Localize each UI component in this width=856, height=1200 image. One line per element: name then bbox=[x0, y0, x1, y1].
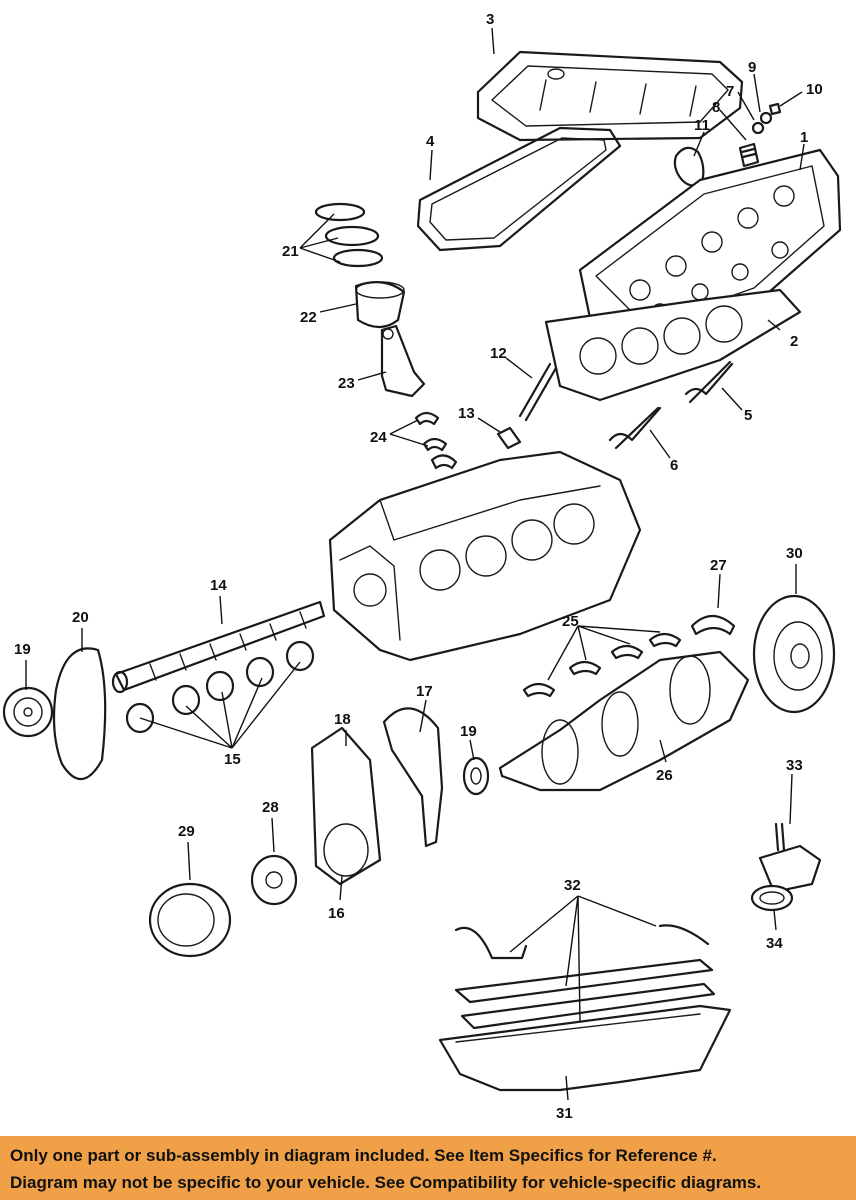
callout-23: 23 bbox=[338, 375, 355, 392]
disclaimer-banner: Only one part or sub-assembly in diagram… bbox=[0, 1136, 856, 1200]
callout-32: 32 bbox=[564, 877, 581, 894]
intake-valve bbox=[608, 406, 662, 450]
oil-pump bbox=[758, 822, 822, 894]
engine-exploded-diagram: 1 2 3 4 5 6 7 8 9 10 11 12 13 14 15 16 1… bbox=[2, 11, 842, 1122]
callout-25: 25 bbox=[562, 613, 579, 630]
callout-1: 1 bbox=[800, 129, 808, 146]
lifter bbox=[496, 426, 522, 450]
callout-7: 7 bbox=[726, 83, 734, 100]
cam-sprocket bbox=[2, 686, 54, 738]
callout-19-cam: 19 bbox=[14, 641, 31, 658]
callout-20: 20 bbox=[72, 609, 89, 626]
leader-lines bbox=[25, 27, 805, 1101]
callout-22: 22 bbox=[300, 309, 317, 326]
callout-28: 28 bbox=[262, 799, 279, 816]
pushrod bbox=[518, 362, 558, 422]
valve-cover-gasket bbox=[416, 126, 622, 252]
callout-15: 15 bbox=[224, 751, 241, 768]
disclaimer-line-2: Diagram may not be specific to your vehi… bbox=[10, 1173, 762, 1192]
callout-10: 10 bbox=[806, 81, 823, 98]
thrust-bearing bbox=[690, 614, 736, 636]
exhaust-valve bbox=[684, 360, 734, 404]
camshaft bbox=[111, 600, 326, 694]
crankshaft bbox=[498, 650, 750, 792]
callout-21: 21 bbox=[282, 243, 299, 260]
callout-4: 4 bbox=[426, 133, 435, 150]
callout-34: 34 bbox=[766, 935, 783, 952]
callout-16: 16 bbox=[328, 905, 345, 922]
callout-11: 11 bbox=[694, 117, 710, 134]
callout-17: 17 bbox=[416, 683, 433, 700]
head-gasket bbox=[544, 288, 802, 402]
callout-24: 24 bbox=[370, 429, 387, 446]
callout-27: 27 bbox=[710, 557, 727, 574]
callout-19-crank: 19 bbox=[460, 723, 477, 740]
oil-pickup-screen bbox=[750, 884, 794, 912]
callout-13: 13 bbox=[458, 405, 475, 422]
disclaimer-line-1: Only one part or sub-assembly in diagram… bbox=[10, 1146, 717, 1165]
connecting-rod bbox=[380, 324, 426, 398]
harmonic-balancer bbox=[148, 882, 232, 958]
piston-rings bbox=[314, 202, 384, 268]
callout-12: 12 bbox=[490, 345, 507, 362]
callout-14: 14 bbox=[210, 577, 227, 594]
callout-31: 31 bbox=[556, 1105, 573, 1122]
timing-cover-gasket bbox=[382, 707, 444, 848]
cam-bearings bbox=[125, 640, 315, 734]
callout-9: 9 bbox=[748, 59, 756, 76]
pulley-hub bbox=[250, 854, 298, 906]
callout-29: 29 bbox=[178, 823, 195, 840]
callout-6: 6 bbox=[670, 457, 678, 474]
callout-18: 18 bbox=[334, 711, 351, 728]
callout-26: 26 bbox=[656, 767, 673, 784]
valve-spring-parts bbox=[738, 102, 782, 168]
engine-block bbox=[328, 450, 642, 662]
timing-chain bbox=[52, 647, 107, 781]
callout-8: 8 bbox=[712, 99, 720, 116]
timing-cover bbox=[310, 726, 382, 886]
oil-pan-gaskets bbox=[454, 924, 716, 1030]
rod-bearings bbox=[414, 411, 458, 470]
callout-3: 3 bbox=[486, 11, 494, 28]
valve-cover bbox=[476, 50, 744, 142]
flywheel bbox=[752, 594, 836, 714]
callout-33: 33 bbox=[786, 757, 803, 774]
main-bearings bbox=[522, 632, 682, 698]
callout-5: 5 bbox=[744, 407, 752, 424]
callout-30: 30 bbox=[786, 545, 803, 562]
piston bbox=[354, 281, 406, 329]
crank-sprocket bbox=[462, 756, 490, 796]
oil-pan bbox=[438, 1004, 732, 1092]
callout-2: 2 bbox=[790, 333, 798, 350]
